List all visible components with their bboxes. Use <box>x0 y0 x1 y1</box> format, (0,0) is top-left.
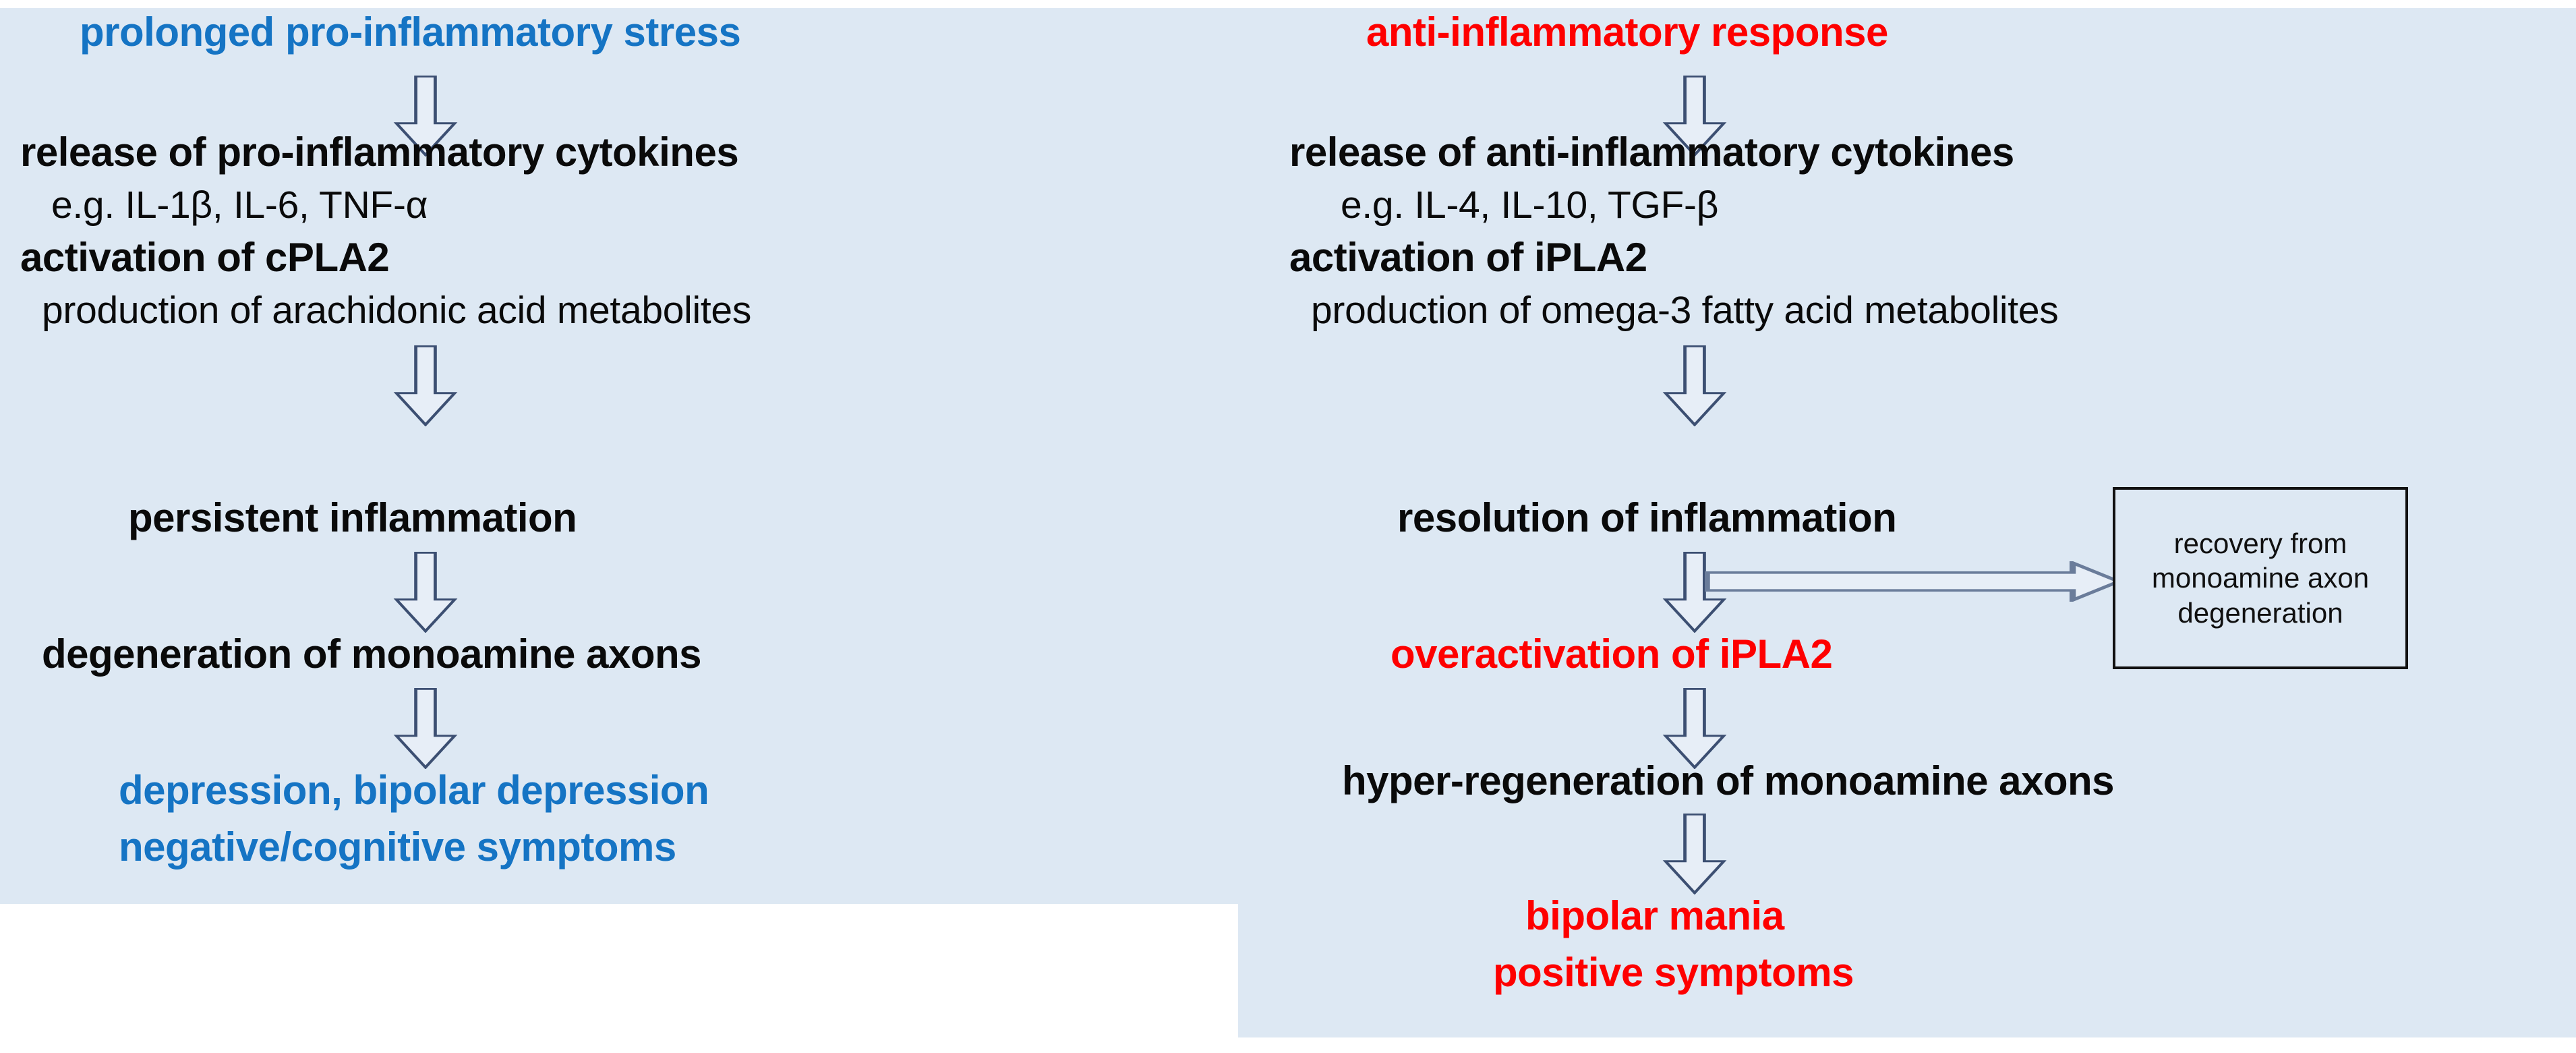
arrow-right-to-recovery-box <box>1705 561 2123 602</box>
node-production-omega3-fatty-acid-metabolites: production of omega-3 fatty acid metabol… <box>1311 289 2059 332</box>
node-hyper-regeneration-of-monoamine-axons: hyper-regeneration of monoamine axons <box>1342 758 2115 803</box>
arrow-down-r7-r8 <box>1662 688 1727 769</box>
recovery-line-3: degeneration <box>2177 596 2343 629</box>
node-persistent-inflammation: persistent inflammation <box>128 495 577 540</box>
left-pathway-panel <box>0 8 1238 904</box>
node-production-arachidonic-acid-metabolites: production of arachidonic acid metabolit… <box>42 289 752 332</box>
node-prolonged-pro-inflammatory-stress: prolonged pro-inflammatory stress <box>80 9 741 55</box>
arrow-down-r5-r6 <box>1662 345 1727 426</box>
node-bipolar-mania: bipolar mania <box>1525 893 1784 938</box>
node-positive-symptoms: positive symptoms <box>1493 950 1854 995</box>
node-release-anti-inflammatory-cytokines: release of anti-inflammatory cytokines <box>1289 130 2014 175</box>
node-resolution-of-inflammation: resolution of inflammation <box>1397 495 1897 540</box>
node-depression-bipolar-depression: depression, bipolar depression <box>119 768 709 813</box>
node-overactivation-of-ipla2: overactivation of iPLA2 <box>1391 631 1833 677</box>
arrow-down-l7-l8 <box>393 688 458 769</box>
node-eg-anti-inflammatory-cytokines: e.g. IL-4, IL-10, TGF-β <box>1341 183 1719 227</box>
node-release-pro-inflammatory-cytokines: release of pro-inflammatory cytokines <box>20 130 739 175</box>
node-degeneration-of-monoamine-axons: degeneration of monoamine axons <box>42 631 702 677</box>
recovery-line-2: monoamine axon <box>2151 562 2370 594</box>
recovery-line-1: recovery from <box>2173 528 2347 560</box>
arrow-down-l5-l6 <box>393 345 458 426</box>
node-activation-cpla2: activation of cPLA2 <box>20 235 390 280</box>
node-negative-cognitive-symptoms: negative/cognitive symptoms <box>119 824 676 870</box>
node-activation-ipla2: activation of iPLA2 <box>1289 235 1647 280</box>
arrow-down-r8-r9 <box>1662 814 1727 894</box>
node-anti-inflammatory-response: anti-inflammatory response <box>1366 9 1888 55</box>
recovery-callout-box: recovery from monoamine axon degeneratio… <box>2113 487 2408 669</box>
node-eg-pro-inflammatory-cytokines: e.g. IL-1β, IL-6, TNF-α <box>51 183 428 227</box>
arrow-down-l6-l7 <box>393 552 458 633</box>
